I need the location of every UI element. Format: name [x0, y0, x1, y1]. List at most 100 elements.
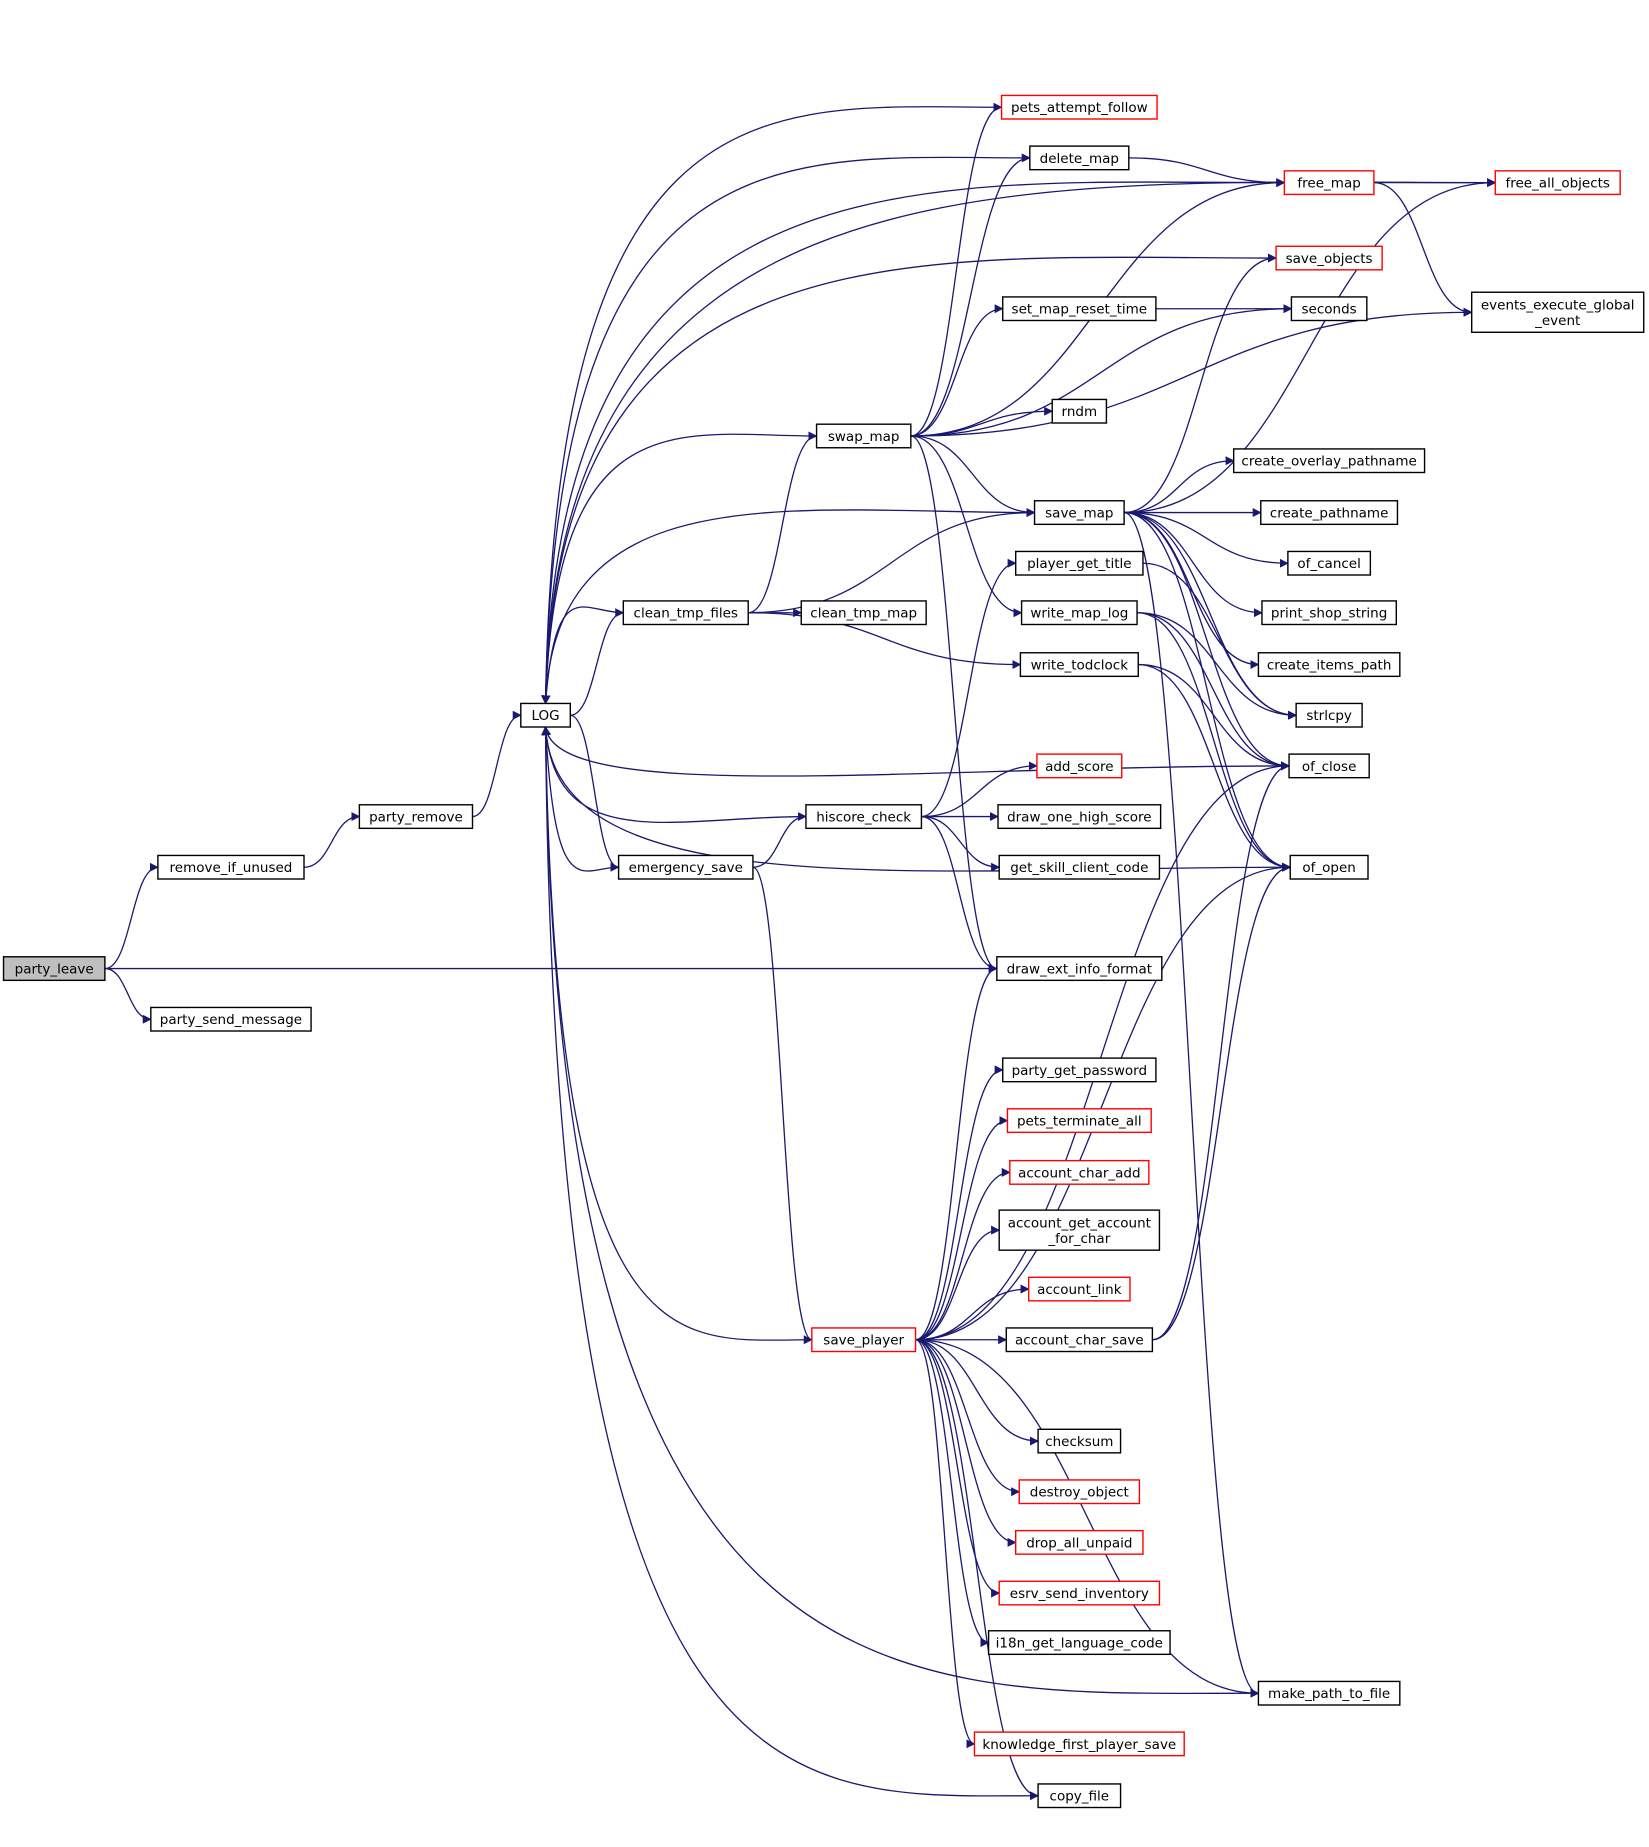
node-label: account_char_add — [1018, 1165, 1141, 1181]
node-events-execute-global-event[interactable]: events_execute_global_event — [1470, 291, 1645, 333]
node-destroy-object[interactable]: destroy_object — [1018, 1479, 1141, 1505]
node-label: print_shop_string — [1271, 606, 1387, 622]
node-account-char-save[interactable]: account_char_save — [1005, 1327, 1154, 1353]
edge-swap_map-to-draw_ext_info_format — [910, 435, 998, 973]
node-box — [998, 1580, 1161, 1606]
edge-account_char_save-to-of_open — [1152, 862, 1292, 1341]
node-free-map[interactable]: free_map — [1283, 170, 1375, 196]
edge-save_map-to-of_close — [1124, 511, 1290, 771]
node-swap-map[interactable]: swap_map — [815, 423, 912, 449]
edge-save_map-to-of_open — [1124, 511, 1292, 872]
node-copy-file[interactable]: copy_file — [1037, 1783, 1122, 1809]
node-pets-terminate-all[interactable]: pets_terminate_all — [1006, 1108, 1152, 1134]
edge-free_map-to-events_execute_global_event — [1373, 181, 1473, 317]
node-label: of_close — [1302, 759, 1357, 775]
node-create-overlay-pathname[interactable]: create_overlay_pathname — [1232, 448, 1426, 474]
node-label: destroy_object — [1030, 1485, 1129, 1501]
node-label: _event — [1534, 313, 1580, 329]
edge-save_map-to-print_shop_string — [1124, 511, 1263, 618]
edge-save_map-to-free_all_objects — [1124, 178, 1497, 514]
node-rndm[interactable]: rndm — [1051, 398, 1108, 424]
node-draw-ext-info-format[interactable]: draw_ext_info_format — [996, 956, 1163, 982]
node-box — [1033, 500, 1125, 526]
edge-save_player-to-copy_file — [915, 1339, 1039, 1801]
node-delete-map[interactable]: delete_map — [1029, 145, 1130, 171]
node-save-map[interactable]: save_map — [1033, 500, 1125, 526]
node-label: draw_one_high_score — [1007, 810, 1152, 826]
node-create-pathname[interactable]: create_pathname — [1260, 500, 1399, 526]
node-write-map-log[interactable]: write_map_log — [1020, 600, 1138, 626]
node-label: _for_char — [1047, 1231, 1110, 1247]
edge-swap_map-to-set_map_reset_time — [910, 304, 1004, 437]
node-box — [1260, 500, 1399, 526]
node-box — [1036, 753, 1123, 779]
node-party-leave[interactable]: party_leave — [2, 956, 106, 982]
node-get-skill-client-code[interactable]: get_skill_client_code — [998, 854, 1161, 880]
node-save-objects[interactable]: save_objects — [1275, 245, 1383, 271]
node-party-send-message[interactable]: party_send_message — [150, 1006, 312, 1032]
node-label: remove_if_unused — [170, 860, 293, 876]
node-of-open[interactable]: of_open — [1289, 854, 1369, 880]
node-party-remove[interactable]: party_remove — [358, 804, 474, 830]
edge-save_player-to-of_open — [915, 862, 1292, 1341]
node-of-cancel[interactable]: of_cancel — [1287, 550, 1372, 576]
node-print-shop-string[interactable]: print_shop_string — [1261, 600, 1397, 626]
node-emergency-save[interactable]: emergency_save — [617, 854, 754, 880]
node-pets-attempt-follow[interactable]: pets_attempt_follow — [1000, 94, 1158, 120]
node-box — [1014, 550, 1144, 576]
node-free-all-objects[interactable]: free_all_objects — [1494, 170, 1621, 196]
node-clean-tmp-map[interactable]: clean_tmp_map — [800, 600, 927, 626]
node-of-close[interactable]: of_close — [1288, 753, 1370, 779]
node-box — [1019, 652, 1139, 678]
node-write-todclock[interactable]: write_todclock — [1019, 652, 1139, 678]
edge-account_char_save-to-of_close — [1152, 761, 1290, 1341]
node-box — [1002, 296, 1157, 322]
node-add-score[interactable]: add_score — [1036, 753, 1123, 779]
node-box — [1005, 1327, 1154, 1353]
node-box — [1288, 753, 1370, 779]
node-seconds[interactable]: seconds — [1290, 296, 1368, 322]
node-LOG[interactable]: LOG — [520, 702, 571, 728]
node-account-char-add[interactable]: account_char_add — [1009, 1159, 1150, 1185]
node-make-path-to-file[interactable]: make_path_to_file — [1257, 1680, 1401, 1706]
node-set-map-reset-time[interactable]: set_map_reset_time — [1002, 296, 1157, 322]
node-remove-if-unused[interactable]: remove_if_unused — [157, 854, 305, 880]
node-knowledge-first-player-save[interactable]: knowledge_first_player_save — [973, 1731, 1185, 1757]
node-draw-one-high-score[interactable]: draw_one_high_score — [997, 804, 1162, 830]
node-label: account_link — [1037, 1282, 1122, 1298]
node-box — [1037, 1783, 1122, 1809]
node-i18n-get-language-code[interactable]: i18n_get_language_code — [987, 1630, 1171, 1656]
edge-clean_tmp_files-to-swap_map — [748, 431, 818, 614]
node-clean-tmp-files[interactable]: clean_tmp_files — [622, 600, 749, 626]
edge-save_map-to-make_path_to_file — [1124, 511, 1260, 1698]
node-box — [1037, 1428, 1122, 1454]
edge-swap_map-to-rndm — [910, 406, 1054, 437]
node-label: strlcpy — [1306, 708, 1352, 724]
node-player-get-title[interactable]: player_get_title — [1014, 550, 1144, 576]
node-box — [987, 1630, 1171, 1656]
node-create-items-path[interactable]: create_items_path — [1257, 652, 1401, 678]
node-save-player[interactable]: save_player — [811, 1327, 917, 1353]
edge-party_leave-to-remove_if_unused — [104, 862, 159, 970]
edge-save_player-to-destroy_object — [915, 1339, 1021, 1497]
edge-hiscore_check-to-get_skill_client_code — [921, 815, 1001, 872]
node-label: create_pathname — [1270, 506, 1389, 522]
node-label: write_todclock — [1031, 658, 1129, 674]
edge-swap_map-to-delete_map — [910, 153, 1031, 437]
node-label: save_map — [1045, 506, 1113, 522]
node-account-get-account-for-char[interactable]: account_get_account_for_char — [998, 1209, 1161, 1251]
node-label: add_score — [1045, 759, 1113, 775]
node-box — [1290, 296, 1368, 322]
node-label: LOG — [531, 708, 559, 724]
node-box — [1295, 702, 1363, 728]
node-esrv-send-inventory[interactable]: esrv_send_inventory — [998, 1580, 1161, 1606]
edge-copy_file-to-LOG — [541, 726, 1039, 1797]
node-drop-all-unpaid[interactable]: drop_all_unpaid — [1014, 1529, 1144, 1555]
node-hiscore-check[interactable]: hiscore_check — [805, 804, 923, 830]
edge-of_close-to-LOG — [542, 726, 1290, 777]
node-account-link[interactable]: account_link — [1027, 1276, 1131, 1302]
node-checksum[interactable]: checksum — [1037, 1428, 1122, 1454]
node-party-get-password[interactable]: party_get_password — [1002, 1057, 1157, 1083]
node-strlcpy[interactable]: strlcpy — [1295, 702, 1363, 728]
